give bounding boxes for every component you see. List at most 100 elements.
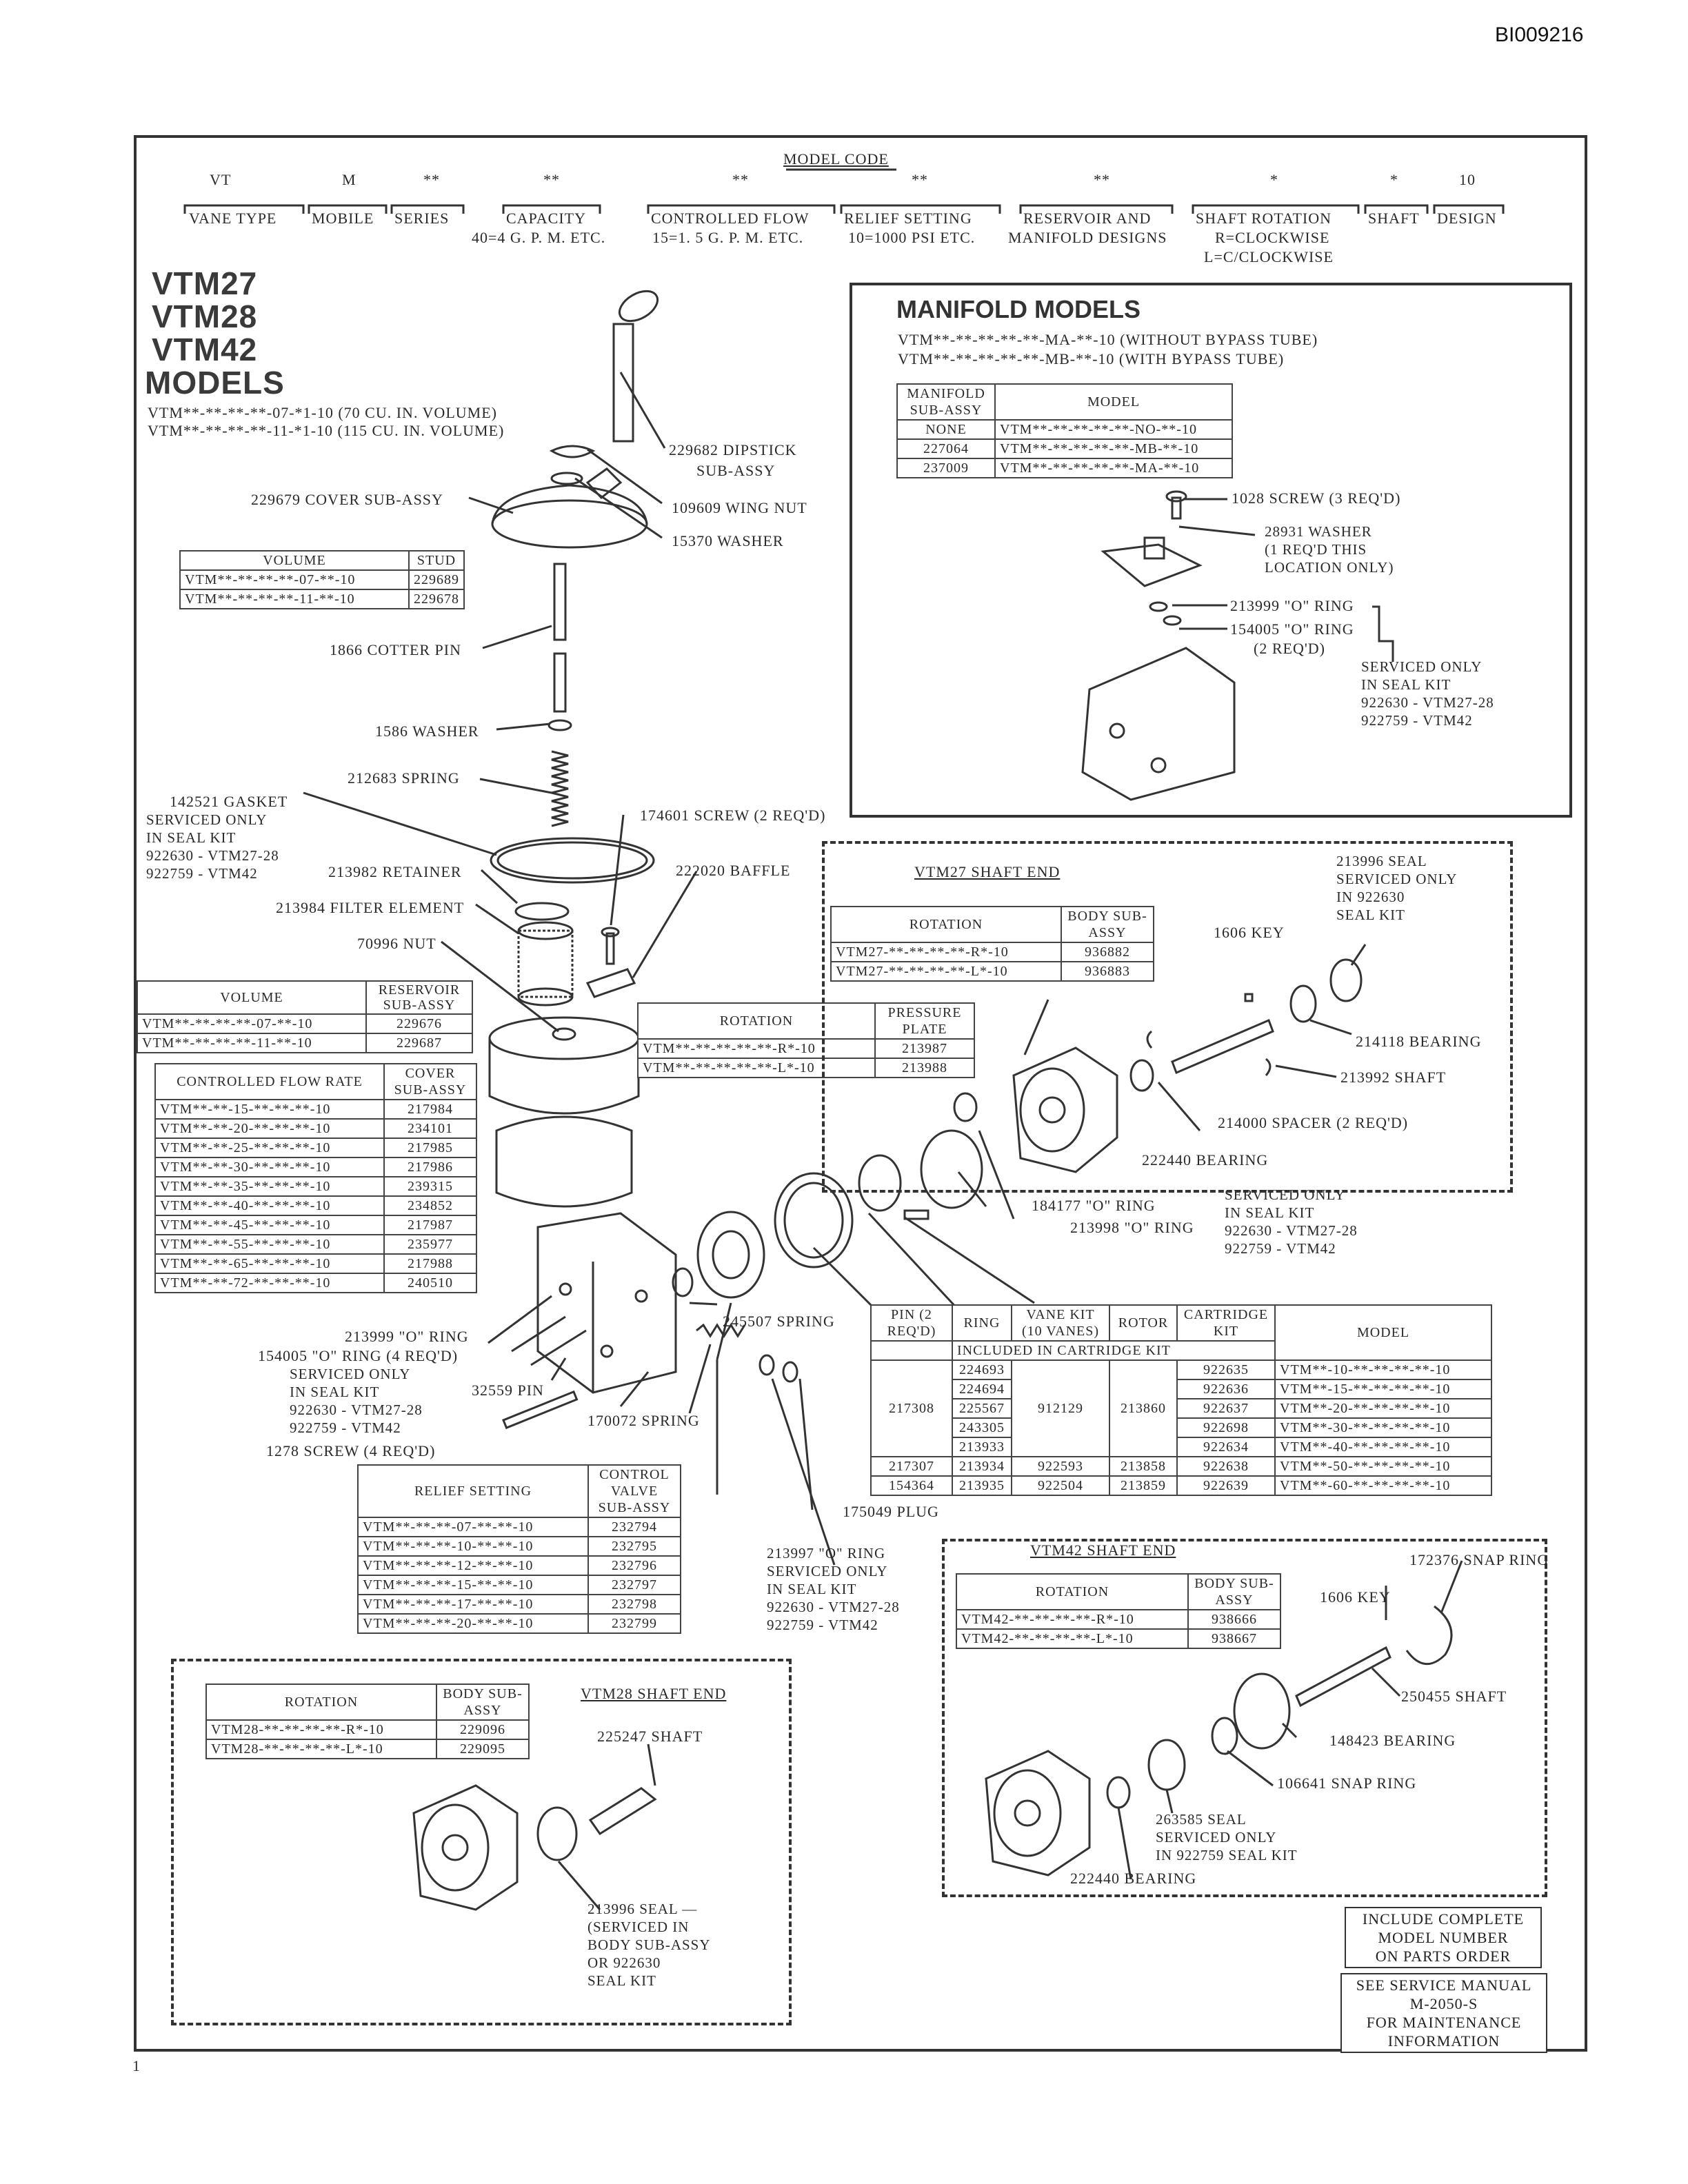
callout-screw-1278: 1278 SCREW (4 REQ'D) (266, 1442, 436, 1459)
th-pressure: PRESSURE PLATE (874, 1002, 975, 1040)
cell: 240510 (383, 1273, 477, 1293)
cell: VTM42-**-**-**-**-R*-10 (956, 1609, 1189, 1630)
cell: 232796 (587, 1555, 681, 1576)
label-shaft: SHAFT (1368, 210, 1420, 227)
table-row: 217307 213934 922593 213858 922638 VTM**… (870, 1456, 1492, 1477)
cell: 922636 (1176, 1379, 1276, 1399)
cell: 217307 (870, 1456, 953, 1477)
code-series: ** (423, 171, 440, 188)
label-series: SERIES (394, 210, 450, 227)
th-body: BODY SUB-ASSY (436, 1684, 530, 1721)
callout-oring-kit: SERVICED ONLY IN SEAL KIT 922630 - VTM27… (290, 1366, 423, 1436)
pin-main: 217308 (870, 1359, 953, 1457)
models-title-vtm42: VTM42 (152, 332, 258, 367)
cell: 213935 (952, 1475, 1012, 1496)
code-rotation: * (1270, 171, 1278, 188)
vtm27-shaft-end-box (822, 841, 1513, 1193)
cell: VTM**-**-**-07-**-**-10 (357, 1517, 589, 1537)
cell: VTM**-**-**-**-11-**-10 (179, 589, 410, 609)
cartridge-table: PIN (2 REQ'D) RING VANE KIT (10 VANES) R… (870, 1304, 1492, 1496)
cell: VTM**-**-55-**-**-**-10 (154, 1234, 385, 1255)
vtm42-seal: 263585 SEAL SERVICED ONLY IN 922759 SEAL… (1156, 1811, 1298, 1863)
manifold-oring-213999: 213999 "O" RING (1230, 597, 1354, 614)
cell: VTM**-10-**-**-**-**-10 (1274, 1359, 1492, 1380)
model-code-title: MODEL CODE (783, 150, 889, 168)
cell: 217985 (383, 1138, 477, 1158)
cell: VTM**-**-**-**-**-L*-10 (637, 1058, 876, 1078)
cell: 213987 (874, 1038, 975, 1059)
code-capacity: ** (543, 171, 560, 188)
th-rotation: ROTATION (637, 1002, 876, 1040)
cell: VTM**-**-20-**-**-**-10 (154, 1118, 385, 1139)
cell: 232794 (587, 1517, 681, 1537)
vtm42-bearing: 148423 BEARING (1329, 1732, 1456, 1749)
label-mobile: MOBILE (312, 210, 374, 227)
callout-wing-nut: 109609 WING NUT (672, 499, 807, 516)
code-vt: VT (210, 171, 232, 188)
callout-cotter-pin: 1866 COTTER PIN (330, 641, 461, 658)
callout-spring: 212683 SPRING (348, 769, 460, 787)
th-rotation: ROTATION (830, 906, 1062, 943)
note-flow: 15=1. 5 G. P. M. ETC. (652, 229, 804, 246)
cell: 232799 (587, 1613, 681, 1634)
label-shaft-rotation: SHAFT ROTATION (1196, 210, 1332, 227)
th-volume: VOLUME (137, 980, 367, 1015)
cell: VTM**-**-**-15-**-**-10 (357, 1575, 589, 1595)
vtm28-shaft-end-box (171, 1659, 792, 2025)
cell: VTM**-50-**-**-**-**-10 (1274, 1456, 1492, 1477)
cell: 235977 (383, 1234, 477, 1255)
th-volume: VOLUME (179, 550, 410, 571)
callout-retainer: 213982 RETAINER (328, 863, 462, 880)
th-rotation: ROTATION (205, 1684, 437, 1721)
manifold-kit: SERVICED ONLY IN SEAL KIT 922630 - VTM27… (1361, 658, 1494, 729)
th-cartridge: CARTRIDGE KIT (1176, 1304, 1276, 1342)
vtm27-title: VTM27 SHAFT END (914, 863, 1061, 880)
vtm42-shaft-end-box (942, 1539, 1547, 1897)
callout-oring-213997: 213997 "O" RING SERVICED ONLY IN SEAL KI… (767, 1545, 900, 1633)
cell: VTM**-**-**-**-07-**-10 (137, 1013, 367, 1034)
cell: 922637 (1176, 1398, 1276, 1419)
callout-screw-174601: 174601 SCREW (2 REQ'D) (640, 807, 826, 824)
cell: 239315 (383, 1176, 477, 1197)
cell: VTM**-**-**-**-**-MB-**-10 (994, 438, 1233, 459)
cell: 213933 (952, 1437, 1012, 1457)
cell: 229678 (408, 589, 465, 609)
cell: VTM28-**-**-**-**-L*-10 (205, 1739, 437, 1759)
models-line-70: VTM**-**-**-**-07-*1-10 (70 CU. IN. VOLU… (148, 404, 497, 421)
note-counterclockwise: L=C/CLOCKWISE (1204, 248, 1334, 265)
document-id: BI009216 (1495, 23, 1584, 46)
th-flow: CONTROLLED FLOW RATE (154, 1063, 385, 1100)
vtm28-seal: 213996 SEAL — (SERVICED IN BODY SUB-ASSY… (587, 1901, 711, 1989)
vtm27-bearing-222440: 222440 BEARING (1142, 1151, 1269, 1169)
code-relief: ** (912, 171, 928, 188)
vtm27-seal: 213996 SEAL SERVICED ONLY IN 922630 SEAL… (1336, 853, 1458, 923)
cell: 217984 (383, 1099, 477, 1120)
included-in-cartridge-kit: INCLUDED IN CARTRIDGE KIT (952, 1340, 1276, 1361)
cell: 234852 (383, 1195, 477, 1216)
callout-filter: 213984 FILTER ELEMENT (276, 899, 465, 916)
callout-baffle: 222020 BAFFLE (676, 862, 791, 879)
rotor-main: 213860 (1109, 1359, 1178, 1457)
cell: 234101 (383, 1118, 477, 1139)
